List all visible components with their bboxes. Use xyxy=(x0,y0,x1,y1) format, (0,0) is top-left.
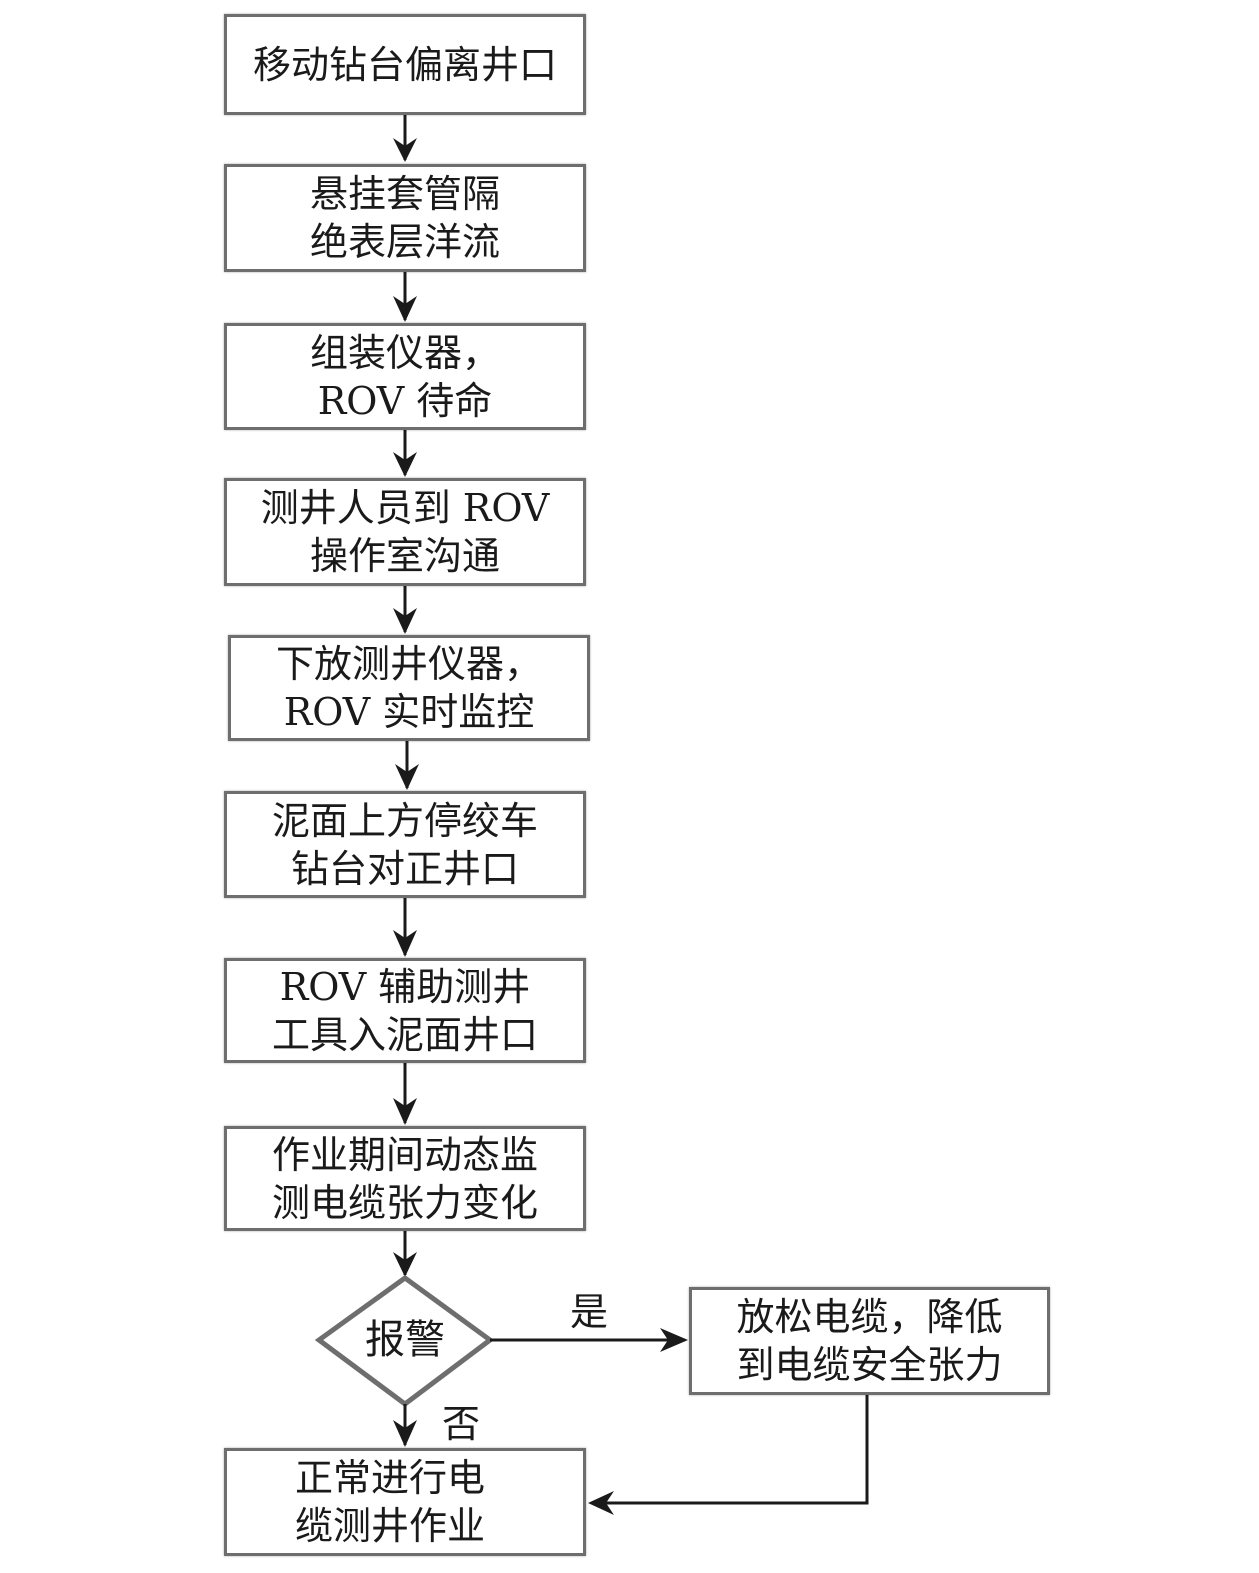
final-step-box: 正常进行电 缆测井作业 xyxy=(224,1448,586,1556)
arrow-head xyxy=(393,1252,417,1277)
final-step-line-2: 缆测井作业 xyxy=(294,1504,485,1548)
arrow-head xyxy=(393,930,417,957)
arrow-head xyxy=(395,764,419,790)
step-3-box: 组装仪器， ROV 待命 xyxy=(224,323,586,430)
no-label: 否 xyxy=(442,1402,481,1446)
step-4-line-2: 操作室沟通 xyxy=(309,534,500,578)
step-4-line-1: 测井人员到 ROV xyxy=(260,486,550,530)
step-3-line-2: ROV 待命 xyxy=(317,378,493,423)
step-8-line-2: 测电缆张力变化 xyxy=(271,1180,538,1225)
arrow-head xyxy=(393,138,417,162)
arrow-head xyxy=(660,1328,688,1352)
yes-label: 是 xyxy=(570,1290,609,1334)
yes-action-line-2: 到电缆安全张力 xyxy=(736,1343,1003,1387)
step-3-line-1: 组装仪器， xyxy=(309,330,500,375)
step-6-line-1: 泥面上方停绞车 xyxy=(271,798,538,843)
step-2-box: 悬挂套管隔 绝表层洋流 xyxy=(224,164,586,272)
yes-action-line-1: 放松电缆，降低 xyxy=(736,1295,1003,1339)
arrow-return xyxy=(592,1395,869,1505)
step-2-line-2: 绝表层洋流 xyxy=(309,220,500,264)
arrow-head xyxy=(393,1420,417,1447)
arrow-head xyxy=(393,1098,417,1125)
arrow-head xyxy=(588,1491,614,1515)
step-8-line-1: 作业期间动态监 xyxy=(271,1132,538,1177)
decision-label: 报警 xyxy=(365,1317,445,1363)
yes-action-box: 放松电缆，降低 到电缆安全张力 xyxy=(689,1287,1050,1395)
step-1-box: 移动钻台偏离井口 xyxy=(224,14,586,115)
step-4-box: 测井人员到 ROV 操作室沟通 xyxy=(224,478,586,586)
step-6-line-2: 钻台对正井口 xyxy=(290,846,519,891)
final-step-line-1: 正常进行电 xyxy=(294,1456,485,1500)
step-2-line-1: 悬挂套管隔 xyxy=(309,172,500,216)
step-5-box: 下放测井仪器， ROV 实时监控 xyxy=(228,635,590,741)
step-1-line-1: 移动钻台偏离井口 xyxy=(252,42,557,87)
step-7-line-2: 工具入泥面井口 xyxy=(271,1012,538,1057)
arrow-head xyxy=(393,608,417,634)
step-6-box: 泥面上方停绞车 钻台对正井口 xyxy=(224,791,586,898)
step-5-line-1: 下放测井仪器， xyxy=(275,642,542,686)
arrow-head xyxy=(393,296,417,322)
step-7-box: ROV 辅助测井 工具入泥面井口 xyxy=(224,958,586,1063)
arrow-head xyxy=(393,452,417,477)
step-7-line-1: ROV 辅助测井 xyxy=(279,964,531,1009)
step-5-line-2: ROV 实时监控 xyxy=(283,690,535,734)
step-8-box: 作业期间动态监 测电缆张力变化 xyxy=(224,1126,586,1231)
